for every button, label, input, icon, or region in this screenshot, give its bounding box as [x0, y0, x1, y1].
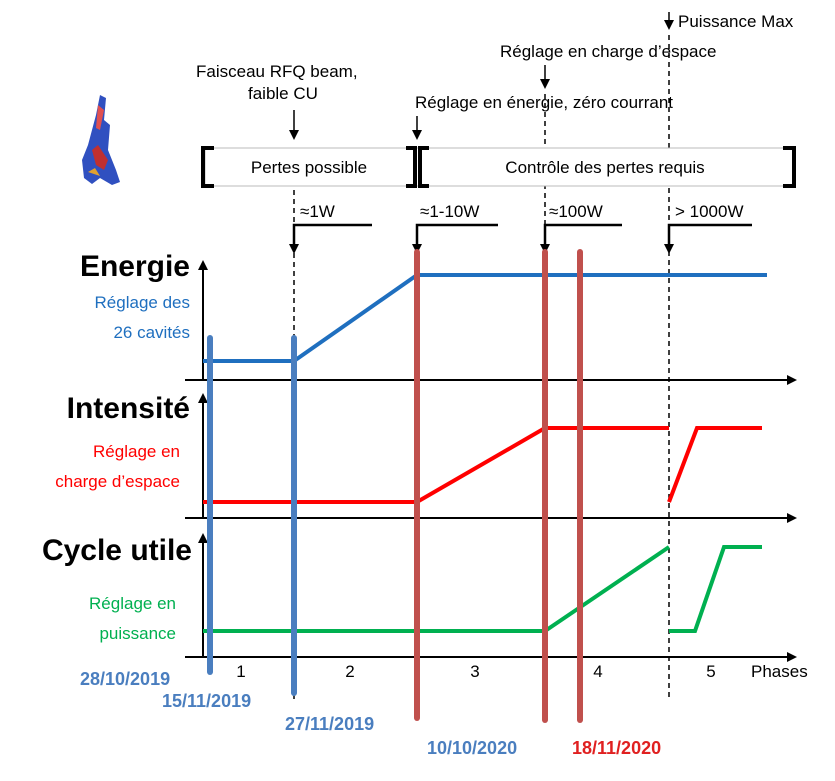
panel-subtitle-intensite-2: charge d’espace	[55, 472, 180, 491]
milestone-dates: 28/10/2019 15/11/2019 27/11/2019 10/10/2…	[80, 669, 661, 758]
milestone-date-3: 27/11/2019	[285, 714, 374, 734]
milestone-date-2: 15/11/2019	[162, 691, 251, 711]
phase-number-4: 4	[593, 662, 602, 681]
phase-labels: 1 2 3 4 5 Phases	[236, 662, 807, 681]
loss-brackets: Pertes possible Contrôle des pertes requ…	[201, 146, 796, 188]
panel-subtitle-intensite-1: Réglage en	[93, 442, 180, 461]
phases-axis-label: Phases	[751, 662, 808, 681]
loss-thresholds: ≈1W ≈1-10W ≈100W > 1000W	[289, 202, 752, 254]
intensity-curve	[203, 426, 669, 504]
annotation-reglage-energie: Réglage en énergie, zéro courrant	[415, 93, 673, 112]
panel-title-intensite: Intensité	[67, 392, 190, 425]
milestone-date-4: 10/10/2020	[427, 738, 517, 758]
panel-subtitle-cycle-2: puissance	[99, 624, 176, 643]
particle-beam-logo	[82, 95, 120, 185]
panel-subtitle-energie-2: 26 cavités	[113, 323, 190, 342]
phase-number-2: 2	[345, 662, 354, 681]
annotation-reglage-charge: Réglage en charge d’espace	[500, 42, 716, 61]
axes	[185, 260, 797, 662]
panel-labels: Energie Réglage des 26 cavités Intensité…	[42, 250, 192, 643]
panel-title-cycle: Cycle utile	[42, 534, 192, 567]
annotation-faisceau-2: faible CU	[248, 84, 318, 103]
phase-number-3: 3	[470, 662, 479, 681]
curves	[203, 273, 767, 633]
intensity-curve-phase5	[667, 426, 762, 503]
phase-number-1: 1	[236, 662, 245, 681]
annotation-faisceau-1: Faisceau RFQ beam,	[196, 62, 358, 81]
milestone-date-5: 18/11/2020	[572, 738, 661, 758]
threshold-100w: ≈100W	[549, 202, 603, 221]
threshold-1000w: > 1000W	[675, 202, 744, 221]
top-annotations: Puissance Max Réglage en charge d’espace…	[196, 12, 794, 140]
cycle-curve-phase5	[669, 545, 762, 633]
threshold-1w: ≈1W	[300, 202, 335, 221]
phase-number-5: 5	[706, 662, 715, 681]
phase-separators	[293, 35, 670, 700]
threshold-1-10w: ≈1-10W	[420, 202, 479, 221]
annotation-puissance-max: Puissance Max	[678, 12, 794, 31]
panel-title-energie: Energie	[80, 250, 190, 283]
cycle-curve	[203, 545, 671, 633]
milestone-date-1: 28/10/2019	[80, 669, 170, 689]
bracket-controle-pertes: Contrôle des pertes requis	[505, 158, 704, 177]
energy-curve	[203, 273, 767, 363]
milestone-markers	[207, 249, 583, 723]
panel-subtitle-cycle-1: Réglage en	[89, 594, 176, 613]
panel-subtitle-energie-1: Réglage des	[95, 293, 190, 312]
bracket-pertes-possible: Pertes possible	[251, 158, 367, 177]
